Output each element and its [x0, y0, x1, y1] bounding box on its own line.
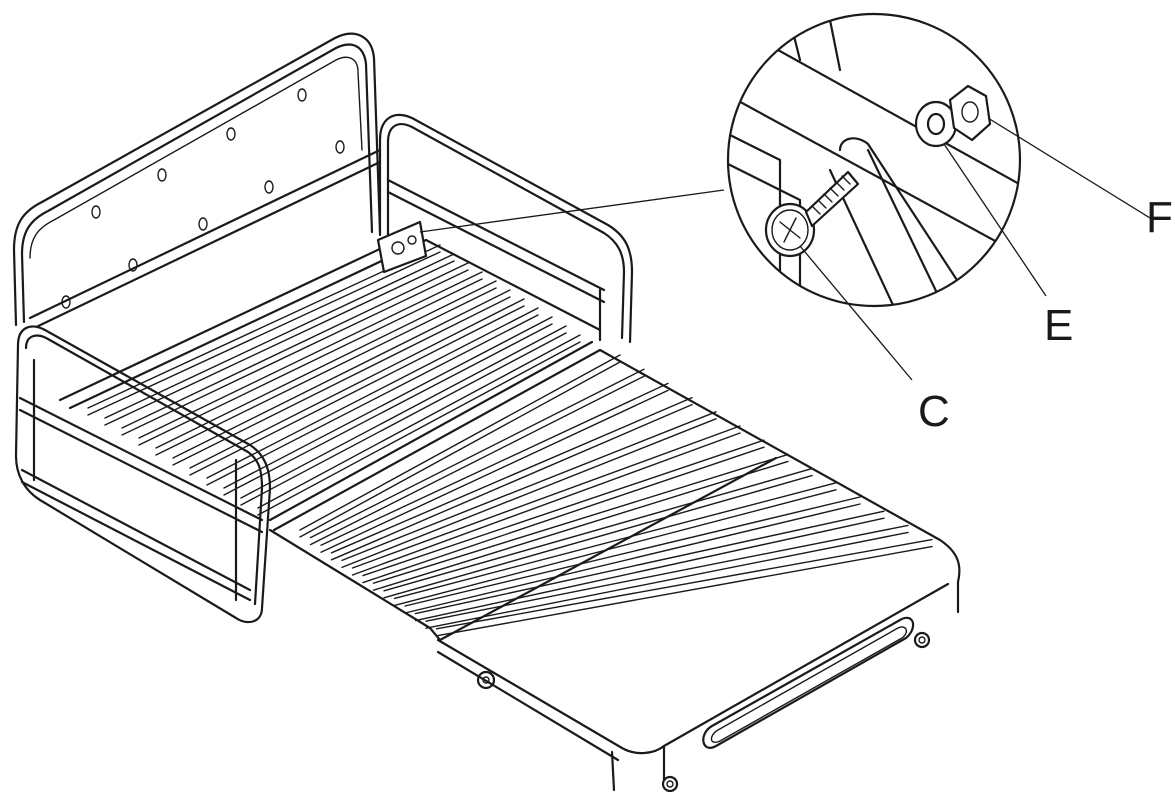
slat-line — [172, 296, 511, 466]
slat-line — [257, 341, 581, 516]
seat-slats — [87, 244, 581, 516]
slat-line — [320, 389, 669, 553]
slat-line — [330, 396, 693, 554]
slat-line — [104, 260, 455, 426]
leader-nut — [987, 117, 1151, 219]
label-washer: E — [1044, 301, 1073, 350]
slat-line — [393, 482, 837, 600]
magnify-leader — [419, 189, 725, 233]
slat-line — [414, 517, 885, 622]
label-leaders — [799, 117, 1151, 381]
casters — [476, 631, 931, 792]
extension-frame — [268, 348, 961, 792]
slat-line — [240, 332, 567, 506]
slat-line — [383, 474, 813, 599]
slat-line — [320, 382, 669, 546]
slat-line — [172, 289, 511, 459]
slat-line — [383, 467, 813, 592]
headboard-holes — [61, 88, 345, 309]
slat-line — [299, 361, 621, 538]
slat-line — [240, 325, 567, 499]
slat-line — [404, 496, 861, 607]
leader-bolt — [799, 245, 913, 381]
slat-line — [330, 403, 693, 561]
slat-line — [155, 287, 497, 456]
label-nut: F — [1146, 193, 1173, 242]
slat-line — [138, 271, 483, 439]
slat-line — [341, 411, 717, 562]
extension-slats — [299, 354, 933, 637]
slat-line — [362, 446, 765, 584]
slat-line — [206, 307, 539, 479]
slat-line — [189, 298, 525, 469]
slat-line — [121, 269, 469, 436]
slat-line — [223, 323, 553, 496]
slat-line — [341, 418, 717, 569]
slat-line — [414, 510, 885, 615]
seat-frame — [58, 228, 602, 532]
slat-line — [425, 531, 909, 629]
right-armrest — [378, 113, 634, 344]
slat-line — [189, 305, 525, 476]
left-armrest — [14, 325, 272, 624]
slat-line — [155, 280, 497, 449]
slat-line — [309, 368, 645, 539]
slat-line — [362, 439, 765, 577]
slat-line — [435, 545, 933, 637]
leader-washer — [943, 143, 1047, 297]
slat-line — [404, 503, 861, 614]
slat-line — [87, 251, 441, 416]
slat-line — [121, 262, 469, 429]
slat-line — [309, 375, 645, 546]
slat-line — [206, 314, 539, 486]
slat-line — [425, 524, 909, 622]
slat-line — [372, 460, 789, 591]
slat-line — [351, 432, 741, 576]
joint-bracket — [376, 220, 428, 274]
slat-line — [138, 278, 483, 446]
detail-magnifier — [726, 12, 1022, 308]
slat-line — [104, 253, 455, 419]
label-bolt: C — [918, 387, 950, 436]
slat-line — [351, 425, 741, 569]
slat-line — [435, 538, 933, 630]
slat-line — [223, 316, 553, 489]
slat-line — [87, 244, 441, 409]
slat-line — [299, 354, 621, 531]
backrest-frame — [12, 32, 382, 332]
slat-line — [393, 489, 837, 607]
slat-line — [372, 453, 789, 584]
slat-line — [257, 334, 581, 509]
